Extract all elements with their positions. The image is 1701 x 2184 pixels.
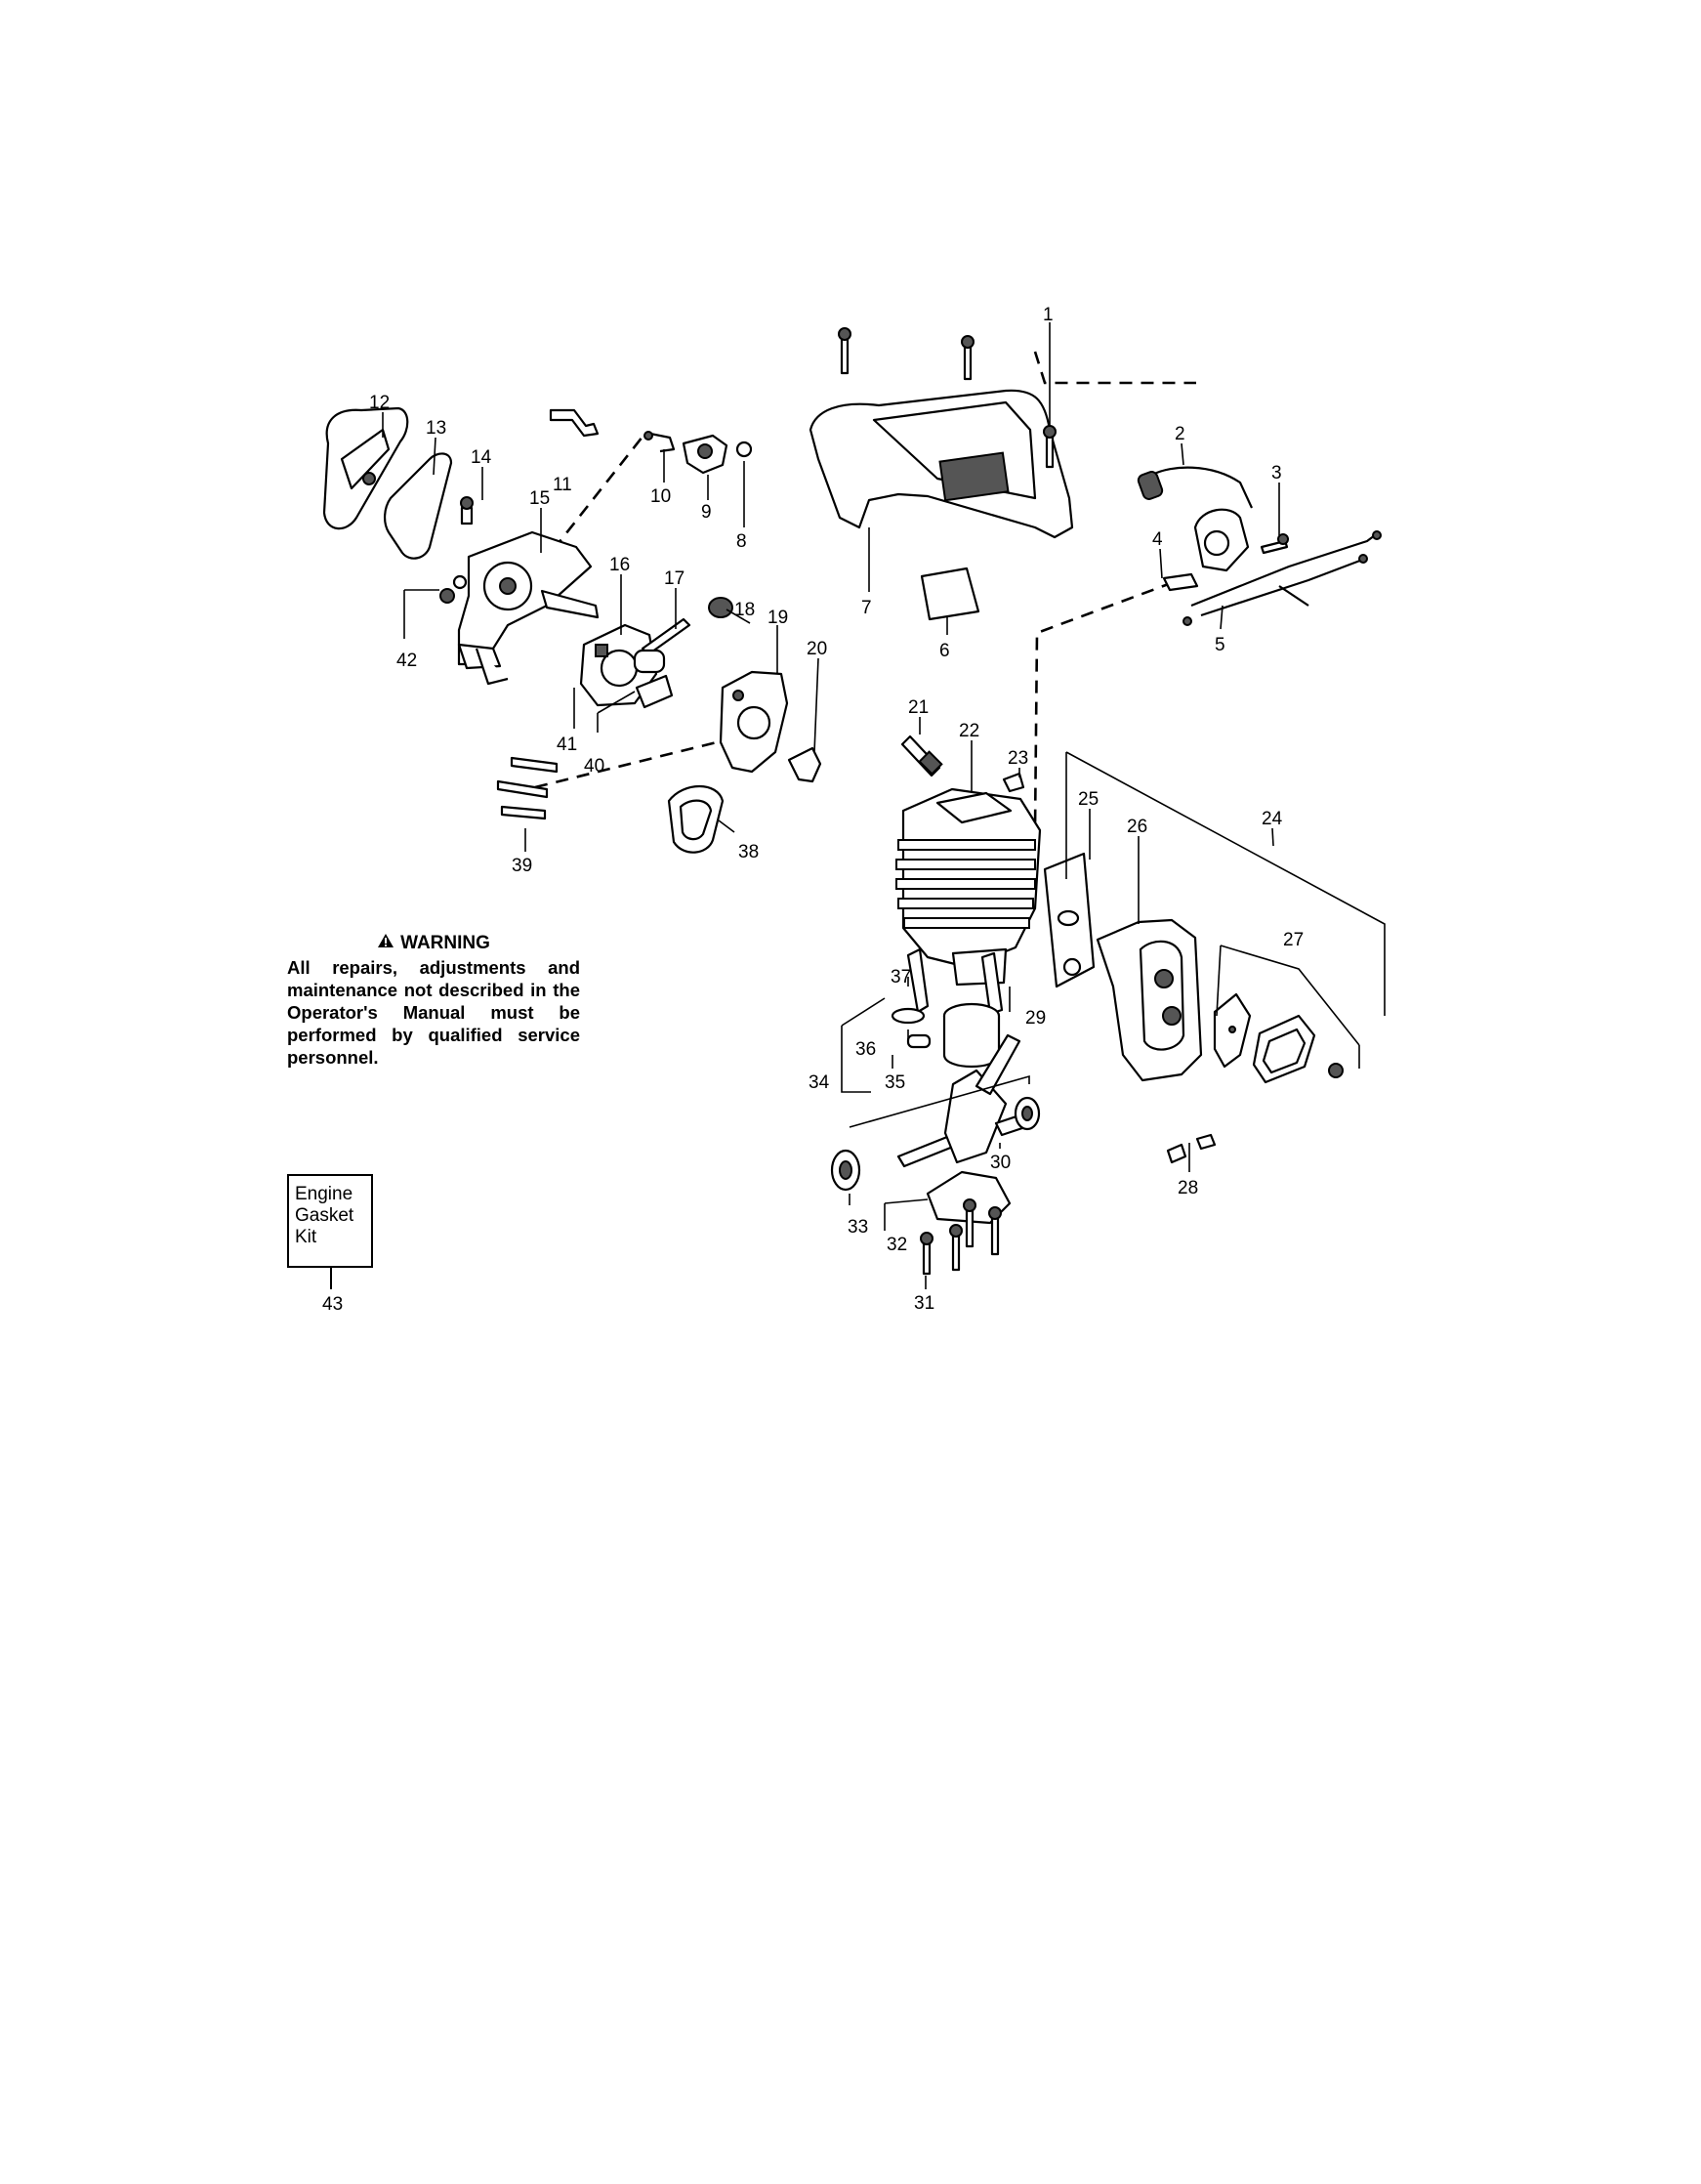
callout-9: 9	[701, 502, 712, 523]
part-1-cover-screws	[838, 327, 1057, 469]
part-23-clip	[1002, 772, 1025, 793]
part-7-top-cover	[809, 389, 1074, 539]
kit-label-line3: Kit	[295, 1227, 317, 1247]
part-30-crankshaft	[896, 1033, 1033, 1168]
callout-12: 12	[369, 393, 390, 413]
part-29-gasket	[980, 951, 1004, 1016]
callout-6: 6	[939, 641, 950, 661]
part-31-screws	[920, 1198, 1002, 1276]
part-19-intake-plate	[719, 670, 789, 774]
callout-10: 10	[650, 486, 671, 507]
part-12-handle-guard	[322, 406, 409, 530]
callout-14: 14	[471, 447, 492, 468]
callout-3: 3	[1271, 463, 1282, 483]
callout-27: 27	[1283, 930, 1304, 950]
part-28-screws	[1166, 1133, 1217, 1164]
part-10-throttle-link	[643, 431, 676, 453]
part-27-muffler-cover	[1252, 1014, 1316, 1084]
callout-26: 26	[1127, 817, 1147, 837]
callout-39: 39	[512, 856, 532, 876]
part-3-screw	[1260, 533, 1289, 555]
part-2-ignition-module	[1193, 508, 1250, 572]
part-21-spark-plug	[900, 735, 943, 777]
part-38-intake-gasket	[667, 785, 725, 854]
part-42-nut	[439, 574, 468, 604]
callout-1: 1	[1043, 305, 1054, 325]
part-14-screw	[460, 496, 474, 525]
callout-22: 22	[959, 721, 979, 741]
callout-32: 32	[887, 1235, 907, 1255]
callout-24: 24	[1262, 809, 1283, 829]
part-4-bracket	[1162, 572, 1199, 592]
part-30-bearing	[1014, 1096, 1041, 1131]
callout-30: 30	[990, 1153, 1011, 1173]
warning-notice: WARNING All repairs, adjustments and mai…	[287, 933, 580, 1069]
part-37-gasket	[906, 947, 930, 1014]
callout-33: 33	[848, 1217, 868, 1238]
callout-19: 19	[768, 608, 788, 628]
part-8-nut	[735, 441, 753, 458]
kit-leader-line	[330, 1268, 332, 1289]
callout-42: 42	[396, 651, 417, 671]
callout-18: 18	[734, 600, 755, 620]
callout-25: 25	[1078, 789, 1099, 810]
part-40-gasket	[635, 674, 674, 709]
callout-41: 41	[557, 735, 577, 755]
kit-label-line1: Engine	[295, 1184, 353, 1204]
callout-11: 11	[553, 475, 572, 495]
part-15-carburetor-housing	[457, 530, 600, 686]
part-35-wrist-pin	[906, 1033, 932, 1049]
callout-38: 38	[738, 842, 759, 862]
kit-label-line2: Gasket	[295, 1205, 354, 1226]
part-18-adjuster	[708, 597, 733, 618]
callout-36: 36	[855, 1039, 876, 1060]
callout-23: 23	[1008, 748, 1028, 769]
callout-15: 15	[529, 488, 550, 509]
part-33-bearing	[830, 1149, 861, 1192]
part-6-decal	[920, 567, 980, 621]
callout-31: 31	[914, 1293, 934, 1314]
engine-gasket-kit-box: Engine Gasket Kit	[287, 1174, 373, 1268]
callout-29: 29	[1025, 1008, 1046, 1029]
callout-4: 4	[1152, 529, 1163, 550]
callout-7: 7	[861, 598, 872, 618]
callout-21: 21	[908, 697, 929, 718]
callout-28: 28	[1178, 1178, 1198, 1198]
callout-5: 5	[1215, 635, 1225, 655]
part-9-choke-assembly	[682, 434, 728, 475]
part-2-ignition-lead	[1137, 466, 1253, 509]
callout-13: 13	[426, 418, 446, 439]
part-27-nut	[1328, 1063, 1344, 1078]
callout-2: 2	[1175, 424, 1185, 444]
part-27-spark-screen	[1213, 992, 1252, 1069]
callout-16: 16	[609, 555, 630, 575]
callout-8: 8	[736, 531, 747, 552]
callout-37: 37	[891, 967, 911, 987]
callout-43: 43	[322, 1294, 344, 1315]
part-16-carburetor	[579, 623, 658, 707]
part-5-wire-harness	[1182, 530, 1382, 626]
part-22-cylinder	[895, 787, 1042, 987]
callout-numbers: 1 2 3 4 5 6 7 8 9 10 11 12 13 14 15 16 1…	[369, 305, 1304, 1314]
callout-40: 40	[584, 756, 604, 777]
callout-35: 35	[885, 1072, 905, 1093]
callout-20: 20	[807, 639, 827, 659]
part-piston	[942, 1002, 1001, 1069]
warning-body: All repairs, adjustments and maintenance…	[287, 957, 580, 1068]
warning-title-text: WARNING	[400, 933, 490, 953]
warning-triangle-icon	[378, 934, 394, 947]
part-26-muffler	[1096, 918, 1203, 1082]
part-41-spacer	[633, 649, 666, 674]
callout-leader-lines	[382, 322, 1386, 1289]
part-13-filter-pad	[384, 452, 453, 560]
part-36-piston-ring	[891, 1007, 926, 1025]
warning-title: WARNING	[287, 933, 580, 954]
part-20-intake-boot	[787, 746, 822, 783]
part-25-muffler-gasket	[1043, 852, 1096, 988]
callout-17: 17	[664, 568, 685, 589]
part-11-throttle-lever	[549, 408, 600, 438]
part-39-screws	[496, 756, 559, 820]
callout-34: 34	[809, 1072, 830, 1093]
